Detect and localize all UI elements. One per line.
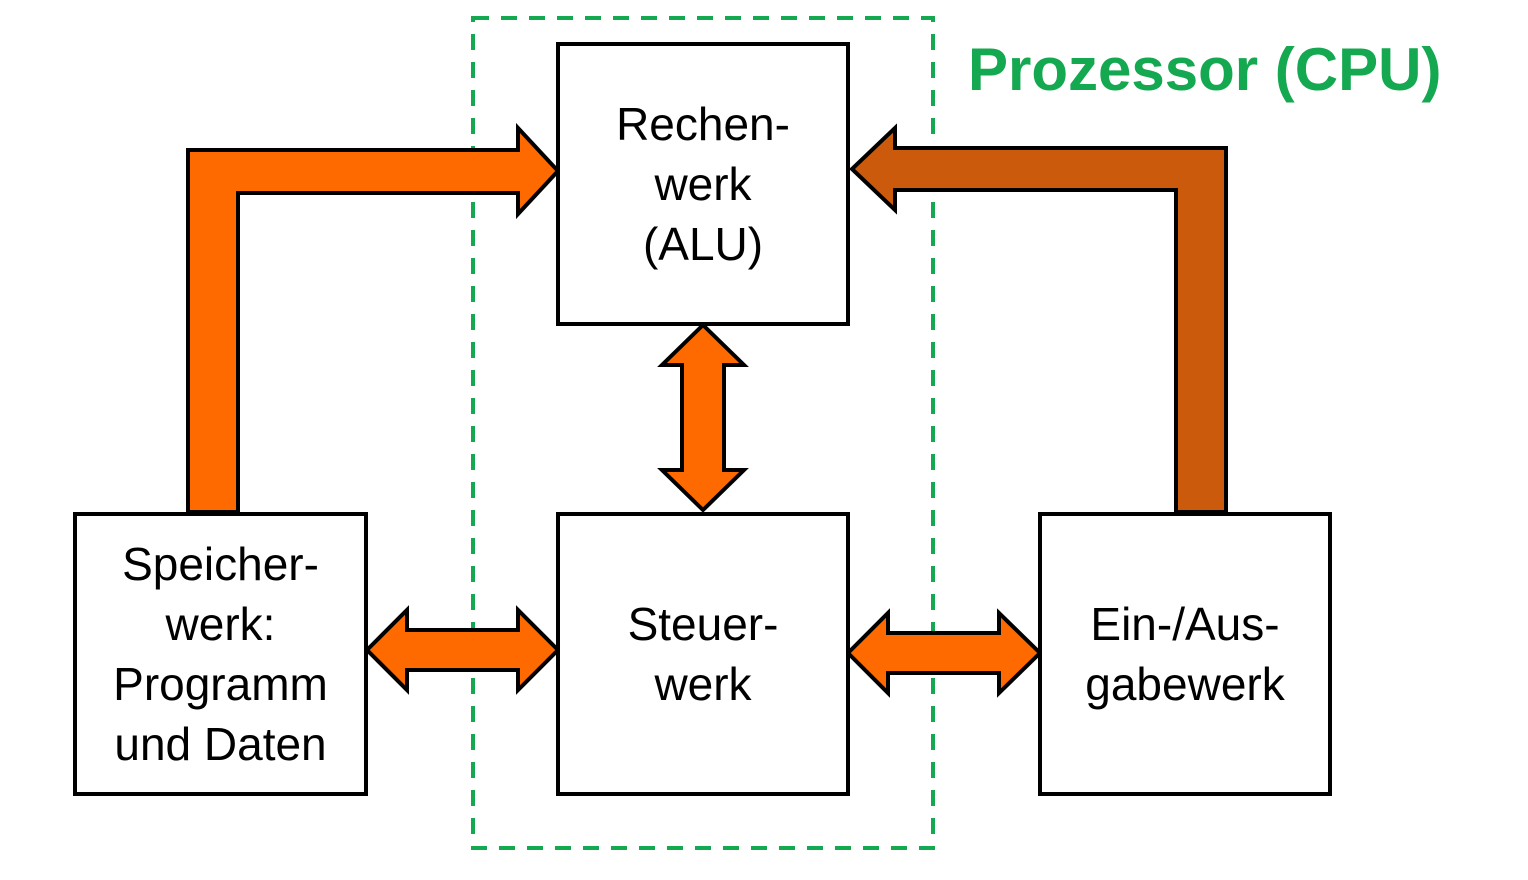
- io-label-line-1: Ein-/Aus-: [1090, 598, 1280, 650]
- arrow-io-to-alu: [849, 123, 1228, 514]
- cpu-boundary: [471, 16, 935, 850]
- io-label-line-2: gabewerk: [1085, 658, 1285, 710]
- arrow-alu-control: [657, 322, 749, 513]
- arrow-memory-to-alu: [186, 122, 561, 514]
- memory-label-line-2: werk:: [165, 598, 276, 650]
- io-unit-box: Ein-/Aus- gabewerk: [1038, 512, 1332, 796]
- arrow-control-io: [845, 608, 1043, 698]
- memory-unit-box: Speicher- werk: Programm und Daten: [73, 512, 368, 796]
- memory-label-line-1: Speicher-: [122, 538, 319, 590]
- arrow-memory-control: [364, 605, 561, 695]
- memory-label-line-4: und Daten: [114, 718, 327, 770]
- alu-label-line-2: werk: [654, 158, 752, 210]
- alu-box: Rechen- werk (ALU): [556, 42, 850, 326]
- cpu-title: Prozessor (CPU): [968, 36, 1442, 103]
- control-label-line-2: werk: [654, 658, 752, 710]
- control-unit-box: Steuer- werk: [556, 512, 850, 796]
- alu-label-line-1: Rechen-: [616, 98, 790, 150]
- control-label-line-1: Steuer-: [627, 598, 779, 650]
- alu-label-line-3: (ALU): [642, 218, 764, 270]
- memory-label-line-3: Programm: [113, 658, 328, 710]
